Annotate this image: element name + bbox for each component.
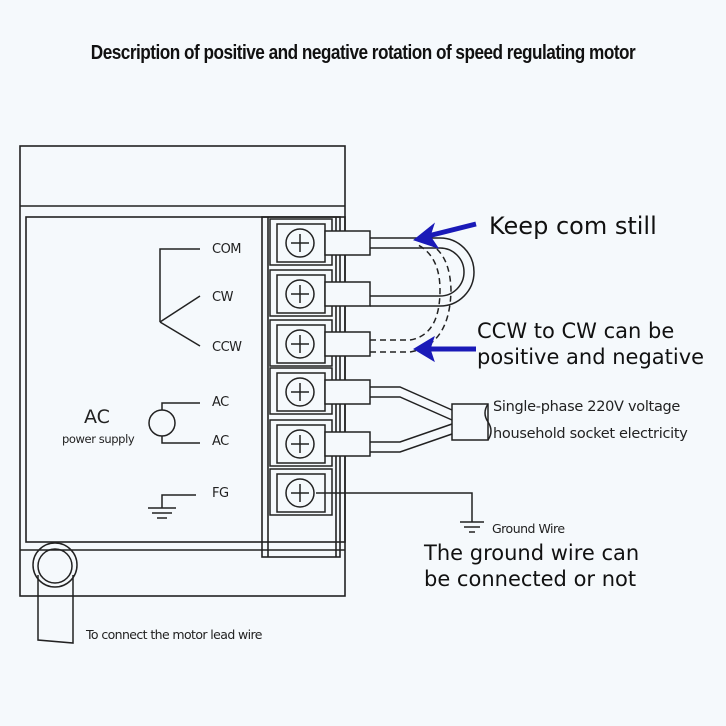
ac-source-symbol (148, 409, 176, 437)
note-ccw-cw-line1: CCW to CW can be (477, 319, 675, 343)
wire-lug (324, 431, 371, 457)
dashed-ccw-alt-outer (370, 243, 441, 341)
note-ground-line1: The ground wire can (424, 541, 640, 565)
ground-wire-label: Ground Wire (492, 521, 565, 536)
terminal-5 (269, 419, 371, 467)
ccw-lead (159, 321, 201, 347)
screw-icon (285, 429, 315, 459)
motor-lead-label: To connect the motor lead wire (86, 627, 263, 642)
note-supply-line1: Single-phase 220V voltage (493, 399, 681, 415)
plug-symbol (451, 403, 489, 441)
motor-lead-wire (37, 575, 74, 644)
note-ccw-cw-line2: positive and negative (477, 345, 705, 369)
terminal-screws (269, 218, 371, 516)
note-supply-line2: household socket electricity (493, 426, 688, 442)
terminal-1 (269, 218, 371, 266)
wire-lug (324, 379, 371, 405)
arrow-keep-com (412, 222, 440, 249)
ground-wire (316, 492, 473, 522)
arrow-ccw-cw (413, 335, 435, 363)
screw-icon (285, 329, 315, 359)
cw-lead (159, 295, 201, 323)
terminal-3 (269, 319, 371, 367)
terminal-label-ac2: AC (212, 434, 229, 449)
wire-lug (324, 230, 371, 256)
power-source-label: AC (84, 406, 110, 428)
jumper-loop-inner (370, 247, 465, 297)
terminal-label-com: COM (212, 242, 242, 257)
com-lead (159, 248, 200, 322)
diagram-title: Description of positive and negative rot… (90, 42, 636, 64)
terminal-label-ccw: CCW (212, 340, 242, 355)
terminal-label-fg: FG (212, 486, 229, 501)
screw-icon (285, 478, 315, 508)
terminal-2 (269, 269, 371, 317)
jumper-loop-outer (370, 237, 475, 307)
screw-icon (285, 228, 315, 258)
note-keep-com: Keep com still (489, 212, 657, 240)
terminal-label-cw: CW (212, 290, 233, 305)
note-ground-line2: be connected or not (424, 567, 637, 591)
terminal-label-ac1: AC (212, 395, 229, 410)
terminal-6 (269, 468, 333, 516)
wire-lug (324, 281, 371, 307)
terminal-4 (269, 367, 371, 415)
power-source-sublabel: power supply (62, 432, 135, 446)
controller-housing (19, 145, 346, 597)
screw-icon (285, 279, 315, 309)
motor-lead-port (32, 542, 78, 588)
screw-icon (285, 377, 315, 407)
dashed-ccw-alt-inner (370, 243, 452, 353)
wire-lug (324, 331, 371, 357)
